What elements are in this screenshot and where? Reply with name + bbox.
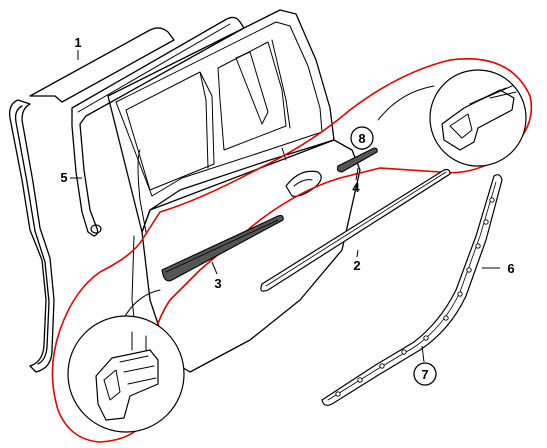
svg-text:5: 5 [60, 170, 67, 185]
window-frame-seal[interactable] [71, 16, 245, 237]
door-seal-gasket[interactable] [9, 27, 175, 373]
part-label-2: 2 [353, 258, 360, 273]
svg-text:7: 7 [421, 367, 428, 382]
svg-text:6: 6 [507, 261, 514, 276]
highlight-outline [51, 58, 533, 443]
detail-view-seal-bottom [67, 289, 185, 433]
svg-text:2: 2 [353, 258, 360, 273]
part-label-5: 5 [60, 170, 67, 185]
part-label-7: 7 [413, 362, 437, 386]
rear-door-shell [107, 9, 361, 373]
strip-clips [335, 197, 495, 397]
part-label-3: 3 [214, 276, 221, 291]
svg-text:1: 1 [74, 35, 81, 50]
svg-text:4: 4 [352, 180, 360, 195]
detail-view-seal-top [377, 69, 527, 167]
svg-text:8: 8 [358, 131, 365, 146]
door-trim-strip[interactable] [161, 214, 284, 282]
part-label-8: 8 [350, 126, 374, 150]
small-moulding[interactable] [336, 147, 378, 173]
long-trim-strip[interactable] [260, 168, 451, 292]
clip-strip[interactable] [321, 174, 503, 406]
part-label-6: 6 [507, 261, 514, 276]
leader-lines [70, 50, 500, 363]
svg-text:3: 3 [214, 276, 221, 291]
part-label-4: 4 [352, 180, 360, 195]
part-label-1: 1 [74, 35, 81, 50]
